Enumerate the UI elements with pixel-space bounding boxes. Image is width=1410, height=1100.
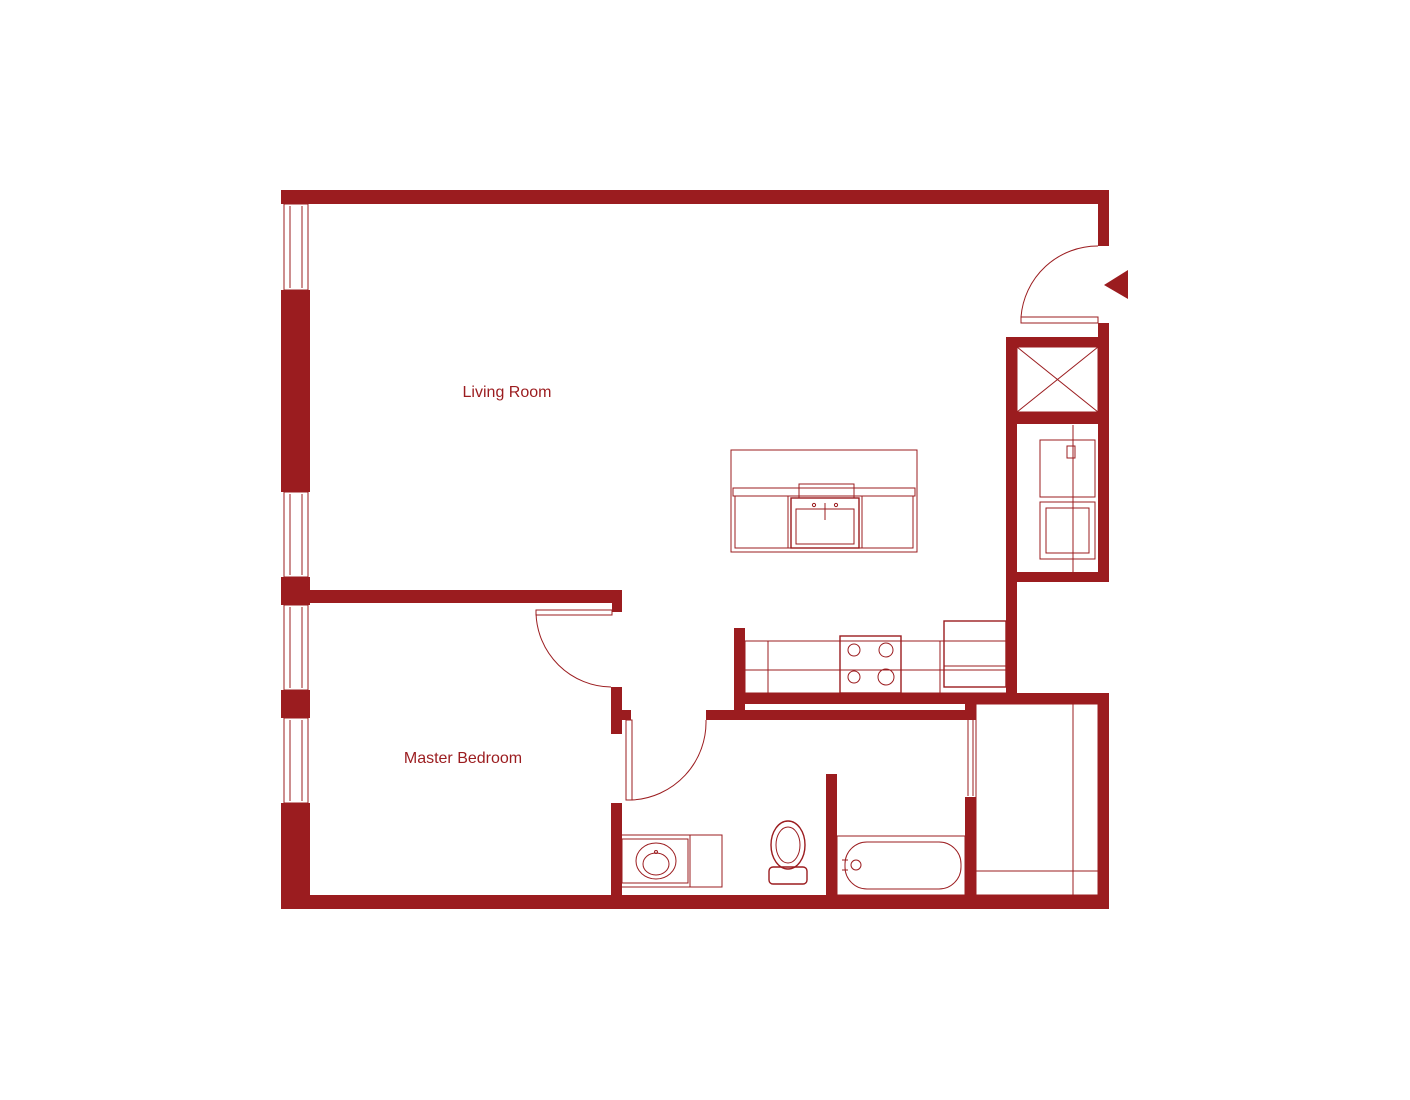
living-room-label: Living Room	[463, 384, 552, 401]
exterior-walls	[281, 190, 1109, 909]
kitchen-counter	[744, 620, 1009, 694]
kitchen-island	[730, 449, 918, 553]
closet-icon	[1011, 346, 1099, 413]
entry-door	[1020, 245, 1099, 324]
master-bedroom-label: Master Bedroom	[404, 750, 522, 767]
kitchen-sink-icon	[790, 483, 860, 549]
refrigerator-icon	[943, 620, 1007, 688]
bedroom-door	[535, 609, 613, 688]
washer-dryer-icon	[1011, 425, 1096, 572]
bathtub-icon	[836, 835, 966, 896]
entry-arrow-icon	[1104, 270, 1128, 299]
bathroom-door	[625, 719, 707, 801]
window-2	[283, 491, 309, 578]
range-stove-icon	[839, 635, 902, 694]
vanity-sink-icon	[614, 808, 723, 890]
window-4	[283, 717, 309, 804]
window-3	[283, 604, 309, 691]
window-1	[283, 203, 309, 291]
walk-in-closet	[967, 703, 1099, 896]
toilet-icon	[768, 820, 808, 885]
windows	[283, 203, 309, 804]
interior-walls	[310, 337, 1109, 909]
